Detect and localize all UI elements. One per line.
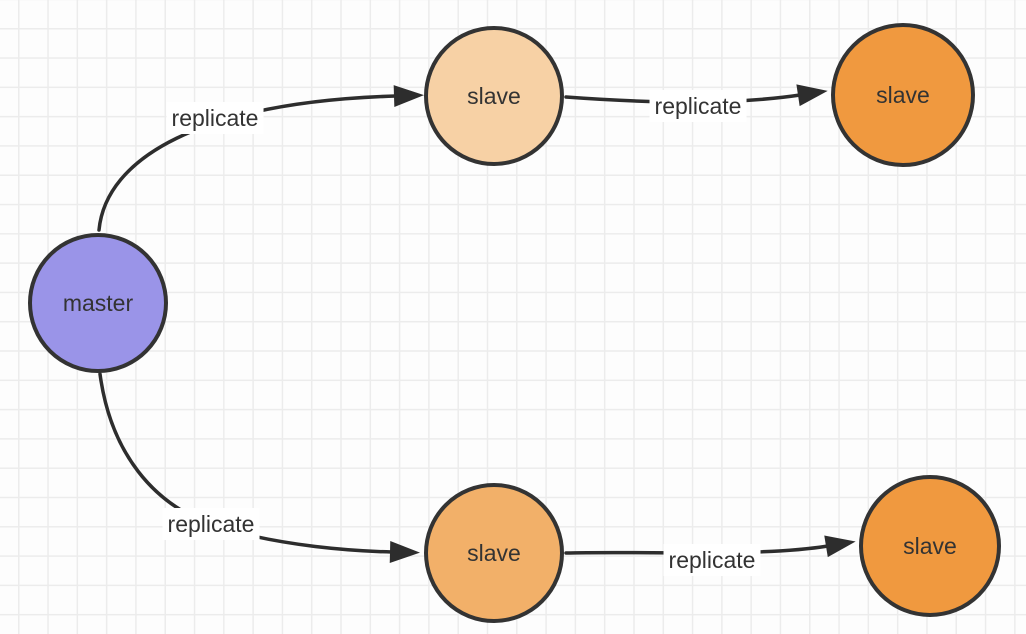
node-slave-bottom-2-label: slave xyxy=(903,532,957,559)
edge-master-to-top-slave[interactable] xyxy=(97,85,424,232)
node-slave-top-2-label: slave xyxy=(876,81,930,108)
edge-label-replicate-top-left[interactable]: replicate xyxy=(166,102,264,134)
node-slave-bottom-1[interactable]: slave xyxy=(424,483,564,623)
node-slave-bottom-2[interactable]: slave xyxy=(859,475,1001,617)
edge-label-replicate-bottom-right[interactable]: replicate xyxy=(663,544,761,576)
node-slave-top-1[interactable]: slave xyxy=(424,26,564,166)
node-slave-top-2[interactable]: slave xyxy=(831,23,975,167)
node-slave-bottom-1-label: slave xyxy=(467,539,521,566)
edge-label-replicate-bottom-left[interactable]: replicate xyxy=(162,508,260,540)
edge-label-replicate-top-right[interactable]: replicate xyxy=(649,90,747,122)
node-master[interactable]: master xyxy=(28,233,168,373)
node-slave-top-1-label: slave xyxy=(467,82,521,109)
node-master-label: master xyxy=(62,289,134,316)
